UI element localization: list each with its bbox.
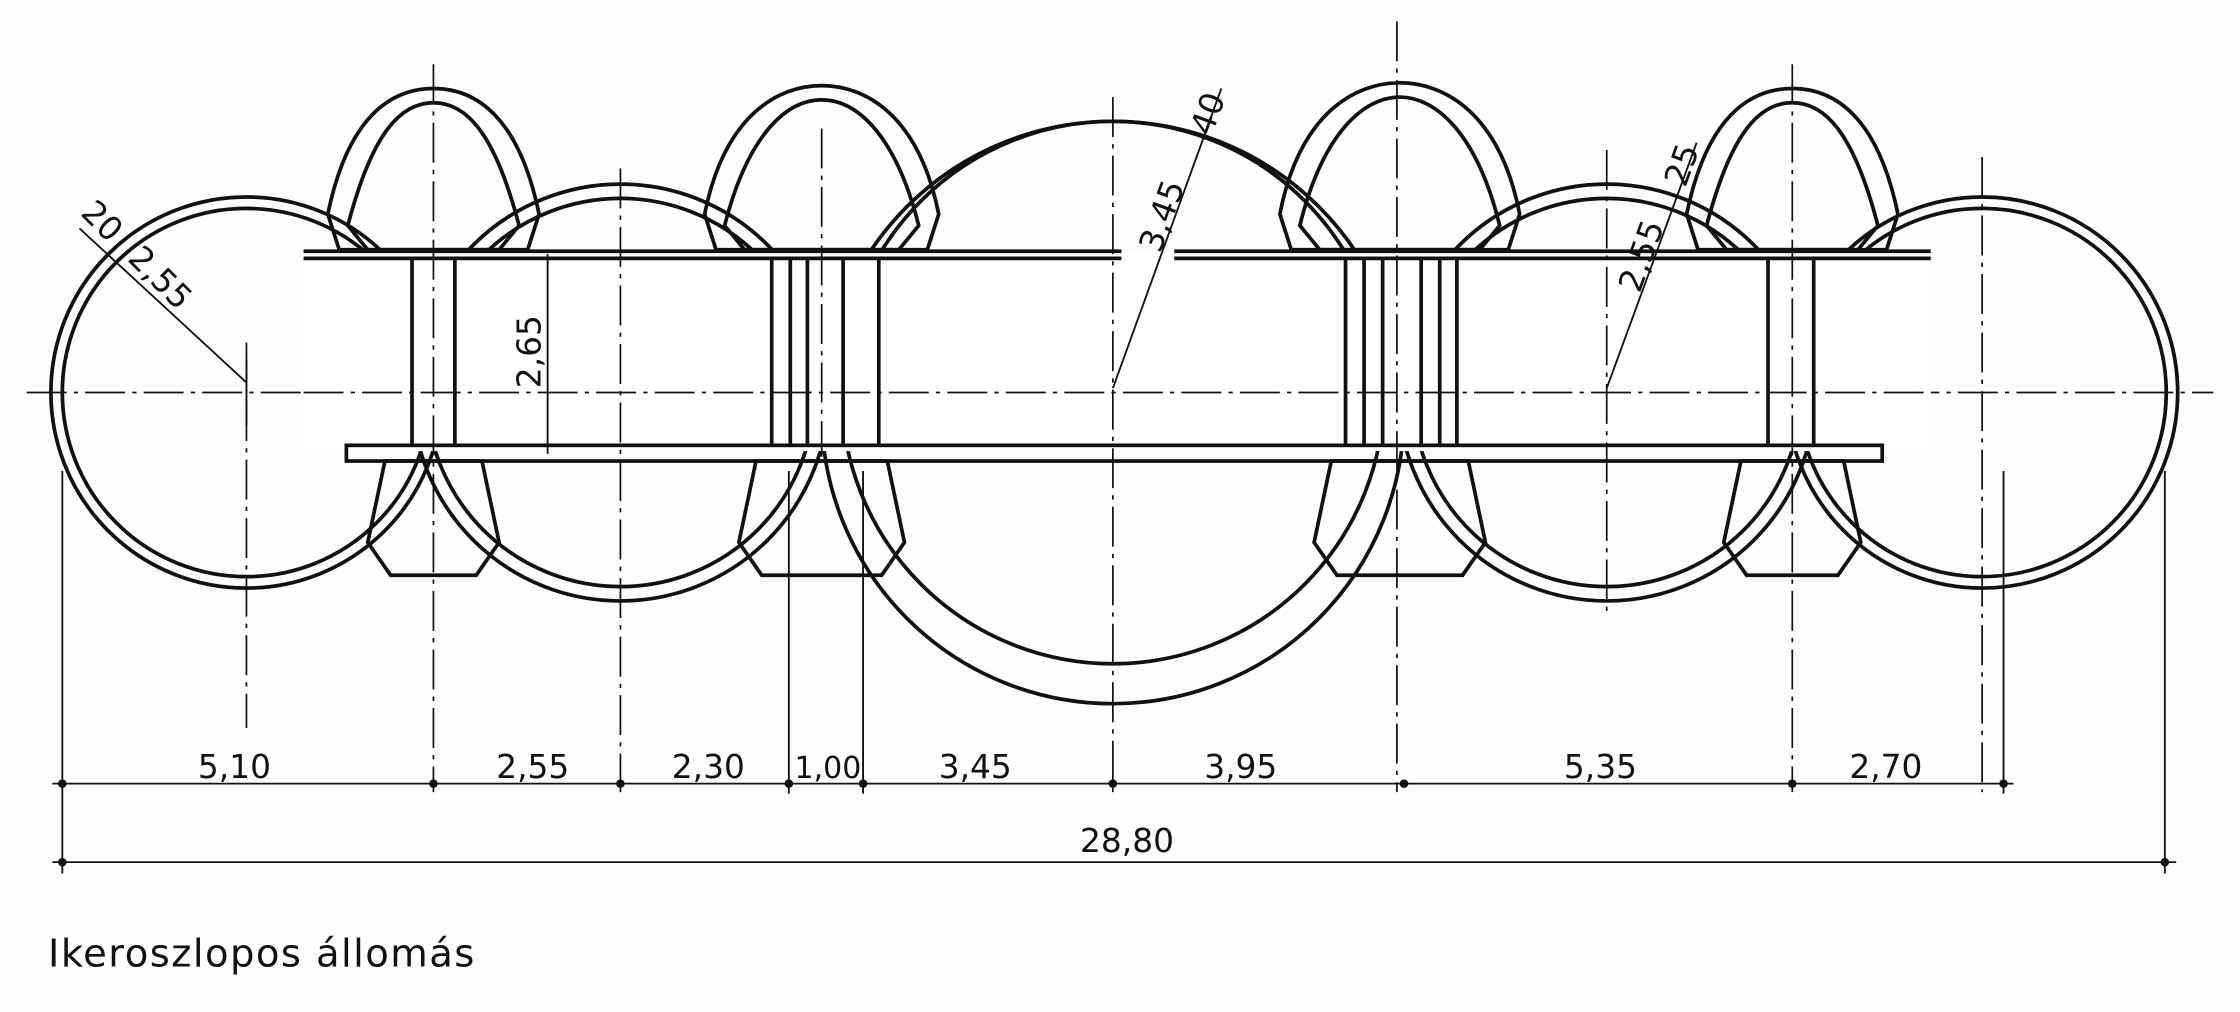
dome-fill [722,98,921,252]
dome-fill [345,100,522,252]
right-wall-label: 25 [1657,139,1707,191]
dimension-tick [1999,779,2008,788]
dimension-ticks [58,779,2170,867]
radius-leaders [78,88,1698,454]
dimension-tick [429,779,438,788]
dimension-chain [52,471,2177,874]
dome-shell [702,83,941,252]
dome-shell [325,86,541,252]
upper-platform-lines [303,249,1931,261]
center-radius-label: 3,45 [1132,175,1193,257]
dimension-label: 5,10 [198,748,271,786]
dome-fill [1704,100,1880,252]
platform-height-label: 2,65 [510,315,548,388]
dimension-labels: 5,10 2,55 2,30 1,00 3,45 3,95 5,35 2,70 … [198,748,1923,860]
total-width-label: 28,80 [1080,822,1174,860]
dome-shell [1277,80,1522,252]
drawing-caption: Ikeroszlopos állomás [48,931,476,976]
platform-space [303,251,1931,452]
dimension-tick [58,857,67,867]
pillar-base [736,459,907,578]
dome-shell [1684,86,1900,252]
dimension-label: 2,70 [1849,748,1922,786]
dimension-tick [58,779,67,788]
dimension-tick [616,779,625,788]
dimension-label: 3,95 [1204,748,1277,786]
dimension-label: 2,55 [496,748,569,786]
dimension-tick [784,779,794,788]
dimension-tick [858,779,868,788]
dimension-label: 3,45 [939,748,1012,786]
dimension-tick [1108,779,1118,788]
dimension-tick [1399,779,1409,788]
dimension-tick [1788,779,1797,788]
dimension-label: 2,30 [672,748,745,786]
columns [410,258,1816,446]
dimension-label: 5,35 [1564,748,1637,786]
lower-slab [344,443,1885,463]
dimension-tick [2160,857,2170,867]
dimension-label: 1,00 [795,751,862,786]
dome-fill [1297,95,1502,252]
